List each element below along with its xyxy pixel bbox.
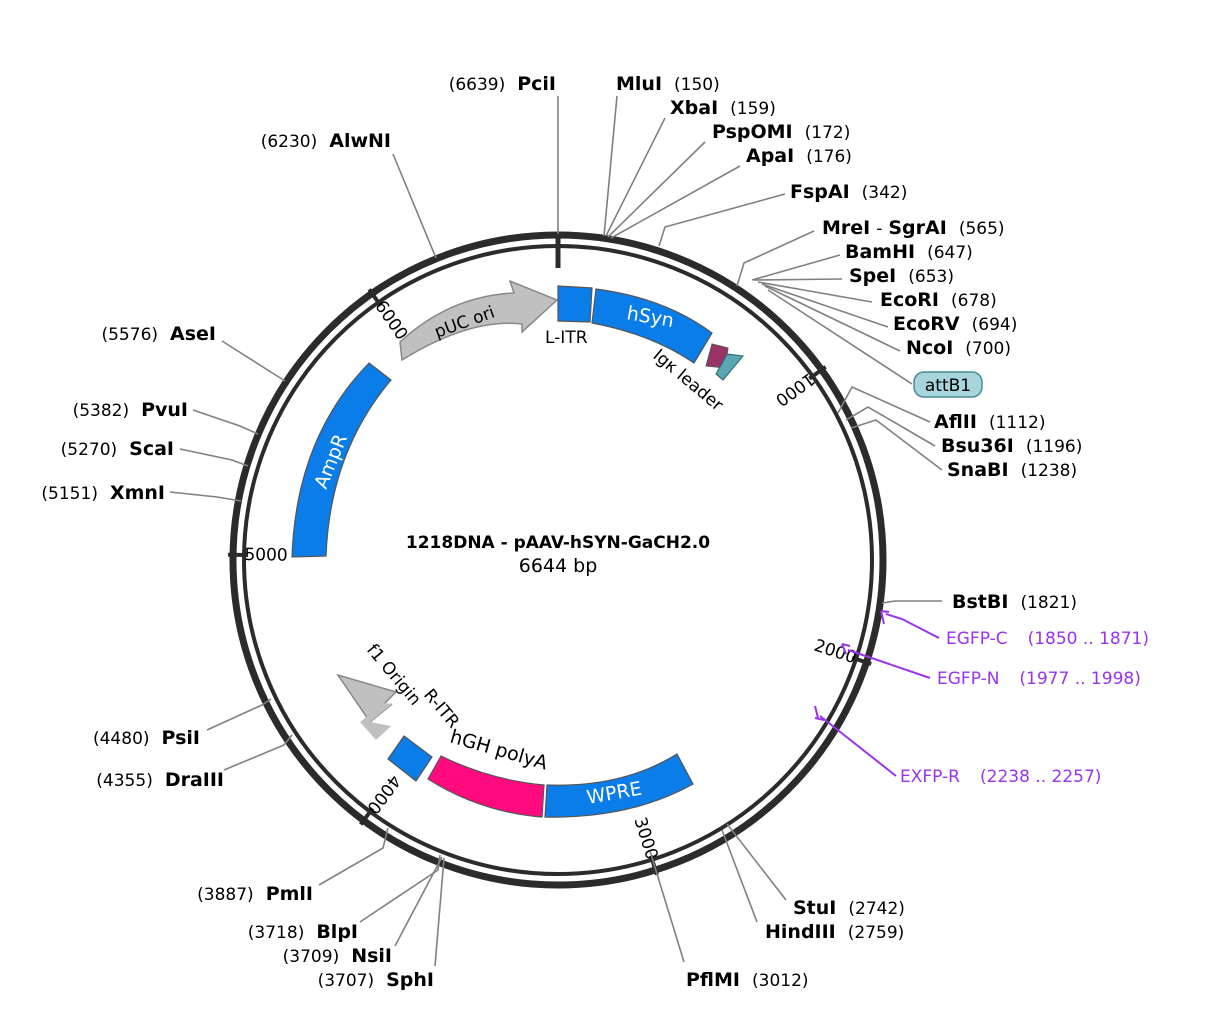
feature-attB1: attB1 <box>913 371 983 398</box>
site-label-AflII: AflII(1112) <box>934 411 1045 433</box>
primer-EGFP-C-line <box>885 613 940 639</box>
leader-line-NsiI <box>394 856 443 947</box>
leader-line-PspOMI <box>607 141 706 238</box>
leader-line-MluI <box>603 95 618 237</box>
site-label-XbaI: XbaI(159) <box>670 97 776 119</box>
site-label-PspOMI: PspOMI(172) <box>712 121 850 143</box>
site-label-FspAI: FspAI(342) <box>790 181 907 203</box>
plasmid-size: 6644 bp <box>519 555 598 577</box>
leader-line-EcoRI <box>757 281 873 303</box>
leader-line-PsiI <box>206 698 272 731</box>
site-label-MluI: MluI(150) <box>616 73 720 95</box>
feature-pUC-ori <box>399 279 559 362</box>
primer-label-EGFP-C: EGFP-C(1850 .. 1871) <box>946 629 1149 649</box>
leader-line-SpeI <box>753 278 843 281</box>
primer-labels: EGFP-C(1850 .. 1871) EGFP-N(1977 .. 1998… <box>900 629 1149 787</box>
site-label-PsiI: (4480)PsiI <box>93 727 200 749</box>
leader-line-NcoI <box>764 285 901 352</box>
tick-mark-2000 <box>851 655 872 666</box>
site-label-PflMI: PflMI(3012) <box>686 969 809 991</box>
primer-EXFP-R-line <box>819 715 897 777</box>
leader-line-SphI <box>434 857 445 967</box>
feature-hGH-polyA <box>427 755 545 818</box>
primer-EGFP-N-line <box>847 649 931 679</box>
feature-hSyn <box>591 288 713 364</box>
site-label-ScaI: (5270)ScaI <box>61 438 174 460</box>
site-leader-lines <box>169 95 943 967</box>
leader-line-SnaBI <box>850 419 943 471</box>
site-labels: (6639)PciI MluI(150) XbaI(159) PspOMI(17… <box>41 73 1082 991</box>
leader-line-PvuI <box>192 409 259 435</box>
leader-line-XmnI <box>169 491 242 502</box>
attB1-label: attB1 <box>925 376 971 396</box>
site-label-EcoRI: EcoRI(678) <box>880 289 997 311</box>
tick-mark-1000 <box>808 365 827 381</box>
site-label-PvuI: (5382)PvuI <box>73 399 188 421</box>
leader-line-ScaI <box>179 448 249 467</box>
site-label-NsiI: (3709)NsiI <box>283 945 392 967</box>
site-label-BamHI: BamHI(647) <box>845 241 973 263</box>
site-label-SphI: (3707)SphI <box>318 969 434 991</box>
feature-AmpR <box>291 362 392 558</box>
site-label-AlwNI: (6230)AlwNI <box>261 130 391 152</box>
site-label-ApaI: ApaI(176) <box>746 145 852 167</box>
leader-line-BamHI <box>751 254 841 281</box>
tick-label-5000: 5000 <box>244 545 288 566</box>
primer-EGFP-C-mark <box>880 610 890 625</box>
leader-line-attB1 <box>767 289 913 385</box>
primer-label-EGFP-N: EGFP-N(1977 .. 1998) <box>937 669 1141 689</box>
leader-line-HindIII <box>721 829 758 923</box>
site-label-PciI: (6639)PciI <box>449 73 556 95</box>
site-label-HindIII: HindIII(2759) <box>765 921 904 943</box>
site-label-PmlI: (3887)PmlI <box>197 883 313 905</box>
site-label-XmnI: (5151)XmnI <box>41 482 165 504</box>
site-label-AseI: (5576)AseI <box>101 323 216 345</box>
feature-WPRE <box>544 753 694 818</box>
primer-label-EXFP-R: EXFP-R(2238 .. 2257) <box>900 767 1101 787</box>
leader-line-PmlI <box>318 827 389 886</box>
leader-line-BlpI <box>359 854 441 923</box>
leader-line-ApaI <box>610 165 741 239</box>
leader-line-EcoRV <box>761 283 889 328</box>
leader-line-StuI <box>726 823 787 901</box>
primers <box>814 610 940 777</box>
site-label-MreI-SgrAI: MreI-SgrAI(565) <box>822 217 1005 239</box>
feature-f1-Origin-body <box>360 703 392 740</box>
leader-line-PflMI <box>649 850 685 963</box>
tick-mark-6000 <box>367 288 383 307</box>
tick-label-3000: 3000 <box>630 815 662 862</box>
R-ITR-label: R-ITR <box>419 685 463 732</box>
site-label-EcoRV: EcoRV(694) <box>893 313 1017 335</box>
feature-L-ITR <box>557 285 593 323</box>
site-label-BlpI: (3718)BlpI <box>248 921 358 943</box>
leader-line-Bsu36I <box>845 406 936 447</box>
site-label-NcoI: NcoI(700) <box>906 337 1011 359</box>
leader-line-BstBI <box>881 600 942 604</box>
tick-mark-4000 <box>359 807 375 826</box>
leader-line-MreI <box>736 230 815 287</box>
feature-R-ITR <box>387 735 433 782</box>
site-label-SnaBI: SnaBI(1238) <box>947 459 1077 481</box>
plasmid-name: 1218DNA - pAAV-hSYN-GaCH2.0 <box>406 533 710 553</box>
leader-line-AseI <box>221 340 286 382</box>
leader-line-AflII <box>837 385 931 423</box>
leader-line-AlwNI <box>392 153 437 259</box>
leader-line-XbaI <box>605 117 666 237</box>
site-label-BstBI: BstBI(1821) <box>952 591 1077 613</box>
tick-label-1000: 1000 <box>771 368 818 410</box>
leader-line-FspAI <box>658 193 786 247</box>
site-label-Bsu36I: Bsu36I(1196) <box>941 435 1082 457</box>
L-ITR-label: L-ITR <box>545 328 588 348</box>
attB1-box <box>913 371 983 398</box>
primer-EXFP-R-mark <box>814 705 825 721</box>
features: pUC ori L-ITR hSyn Igκ leader AmpR WPRE … <box>291 279 744 818</box>
site-label-SpeI: SpeI(653) <box>849 265 954 287</box>
primer-EGFP-N-mark <box>841 643 851 655</box>
site-label-DraIII: (4355)DraIII <box>96 769 224 791</box>
site-label-StuI: StuI(2742) <box>793 897 905 919</box>
leader-line-DraIII <box>223 734 293 771</box>
feature-Igk-leader-tail <box>715 353 744 381</box>
